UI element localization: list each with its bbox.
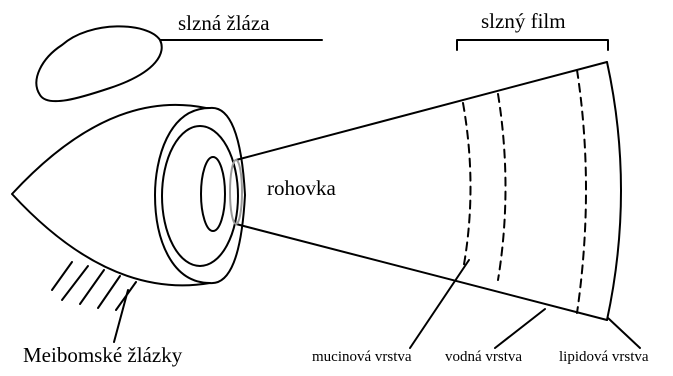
meibomian-glands-label: Meibomské žlázky <box>23 343 183 367</box>
pupil <box>200 156 226 232</box>
meibomian-pointer <box>113 289 129 343</box>
aqueous-pointer <box>494 308 546 349</box>
cornea-lens <box>229 159 243 225</box>
tear-gland-shape <box>35 25 163 103</box>
eye-outline <box>11 103 246 287</box>
lipid-pointer <box>607 317 641 349</box>
meibomian-duct-2 <box>61 265 89 301</box>
mucin-boundary <box>462 102 472 271</box>
lipid-layer-label: lipidová vrstva <box>559 349 649 365</box>
cornea-label: rohovka <box>267 176 336 200</box>
aqueous-layer-label: vodná vrstva <box>445 349 523 365</box>
iris-outer <box>154 107 211 284</box>
film-outer-surface <box>606 61 622 321</box>
tear-film-label: slzný film <box>481 9 566 33</box>
lipid-boundary <box>576 69 587 314</box>
mucin-layer-label: mucinová vrstva <box>312 349 412 365</box>
meibomian-duct-4 <box>97 275 121 309</box>
tear-gland-label: slzná žláza <box>178 11 270 35</box>
mucin-pointer <box>409 259 470 349</box>
meibomian-duct-3 <box>79 269 105 305</box>
iris-inner <box>161 125 239 267</box>
aqueous-boundary <box>497 93 507 281</box>
meibomian-duct-1 <box>51 261 73 291</box>
film-bottom-edge <box>235 223 608 321</box>
tear-film-bracket <box>456 39 609 51</box>
film-top-edge <box>235 61 608 161</box>
